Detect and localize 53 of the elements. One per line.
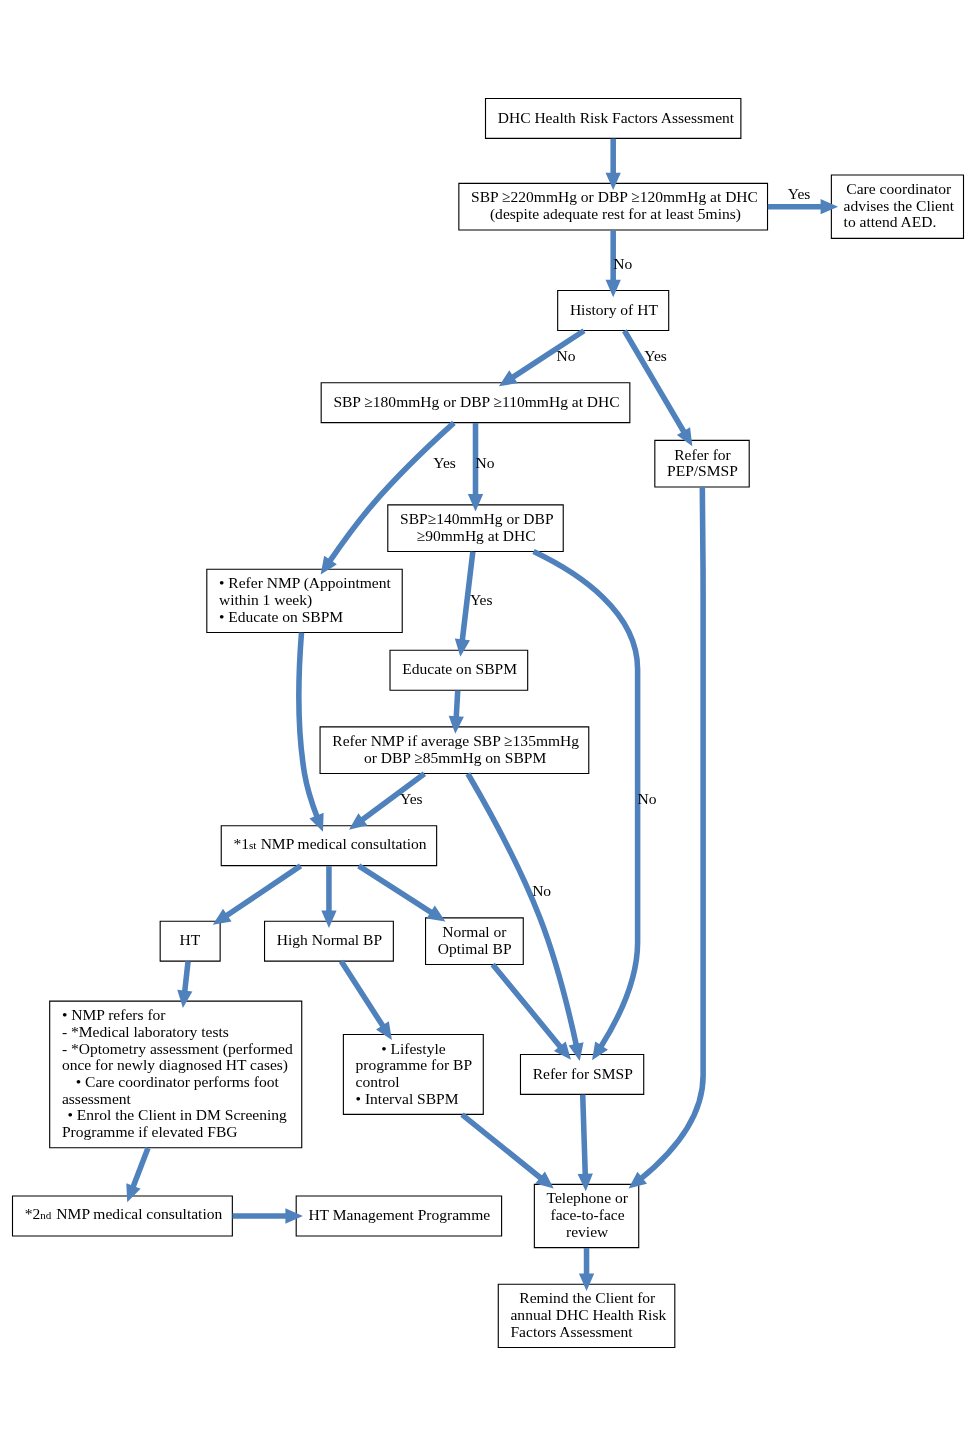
node-box: HT: [159, 920, 221, 962]
edge-label: No: [532, 881, 552, 899]
node-box: Telephone or face-to-face review: [533, 1183, 640, 1249]
node-box: • NMP refers for - *Medical laboratory tests - *Optometry assessment (performed once for newly diagnosed HT cases) • Care coordinator performs foot assessment • Enrol the Client in DM Screening Programme if elevated FBG: [49, 1000, 303, 1149]
arrow: [448, 690, 464, 734]
arrow: [348, 771, 426, 830]
node-box: • Lifestyle programme for BP control • Interval SBPM: [342, 1033, 484, 1115]
node-box: High Normal BP: [264, 920, 394, 962]
arrow: [577, 1094, 593, 1192]
arrow: [320, 420, 456, 575]
arrow: [605, 230, 621, 298]
arrow: [578, 1248, 595, 1291]
node-box: Care coordinator advises the Client to attend AED.: [830, 174, 965, 239]
arrow: [321, 866, 337, 928]
arrow: [532, 549, 641, 1061]
node-box: Refer for PEP/SMSP: [654, 439, 750, 488]
node-box: *2nd NMP medical consultation: [11, 1195, 233, 1237]
node-box: Refer for SMSP: [519, 1053, 645, 1095]
node-box: Refer NMP if average SBP ≥135mmHg or DBP ≥85mmHg on SBPM: [319, 726, 590, 775]
node-box: SBP ≥180mmHg or DBP ≥110mmHg at DHC: [320, 382, 631, 424]
arrow: [232, 1208, 303, 1224]
node-box: *1st NMP medical consultation: [220, 825, 438, 867]
node-box: History of HT: [557, 289, 670, 332]
node-box: • Refer NMP (Appointment within 1 week) • Educate on SBPM: [206, 568, 403, 634]
arrow: [622, 329, 693, 447]
arrow: [177, 961, 193, 1008]
edge-label: Yes: [400, 789, 423, 807]
arrow: [126, 1147, 151, 1203]
edge-label: Yes: [433, 453, 456, 471]
arrow: [357, 863, 446, 922]
arrow: [605, 138, 621, 191]
arrow: [454, 551, 476, 657]
node-box: Remind the Client for annual DHC Health Risk Factors Assessment: [497, 1283, 676, 1349]
arrow: [467, 423, 484, 512]
arrow: [460, 1112, 554, 1189]
arrow: [212, 863, 303, 925]
node-box: Normal or Optimal BP: [425, 917, 524, 966]
arrow: [628, 487, 706, 1189]
arrow: [498, 328, 586, 387]
arrow: [296, 632, 324, 832]
edge-label: Yes: [644, 346, 667, 364]
edge-label: Yes: [469, 590, 493, 608]
arrow: [490, 962, 571, 1060]
node-box: HT Management Programme: [295, 1195, 503, 1237]
arrow: [465, 772, 584, 1061]
node-box: DHC Health Risk Factors Assessment: [484, 97, 742, 139]
arrow: [767, 199, 839, 215]
edge-label: No: [556, 346, 576, 364]
node-box: SBP ≥220mmHg or DBP ≥120mmHg at DHC (despite adequate rest for at least 5mins): [458, 182, 769, 231]
edge-label: Yes: [787, 185, 811, 203]
node-box: SBP≥140mmHg or DBP ≥90mmHg at DHC: [387, 504, 564, 552]
arrow: [338, 959, 392, 1041]
node-box: Educate on SBPM: [389, 649, 529, 691]
